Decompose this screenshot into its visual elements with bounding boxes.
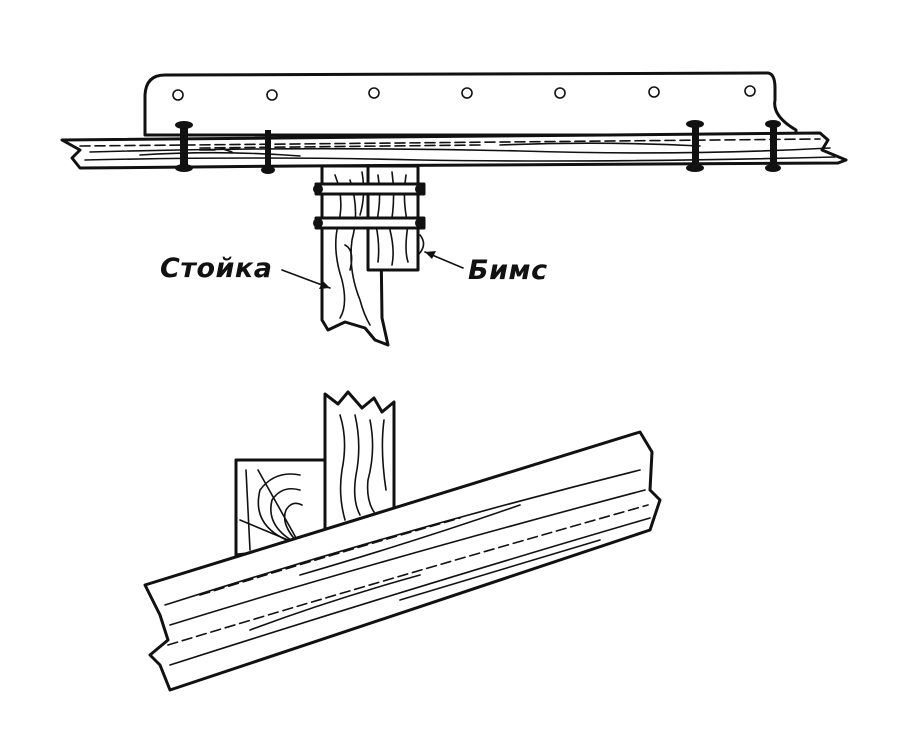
rivet-hole [554, 87, 566, 99]
plank-bolts [175, 120, 781, 174]
side-plate [143, 71, 798, 137]
rivet-hole [266, 89, 278, 101]
post-lower [323, 390, 396, 532]
rivet-hole [368, 87, 380, 99]
deck-plank [60, 131, 848, 170]
post-bolts [313, 182, 426, 256]
deck-plank-perspective [143, 430, 662, 692]
post-label: Стойка [160, 253, 273, 284]
rivet-hole [744, 85, 756, 97]
rivet-hole [648, 86, 660, 98]
label-leaders [281, 251, 464, 289]
beam-label: Бимс [468, 255, 548, 286]
rivet-hole [172, 89, 184, 101]
rivet-hole [461, 87, 473, 99]
